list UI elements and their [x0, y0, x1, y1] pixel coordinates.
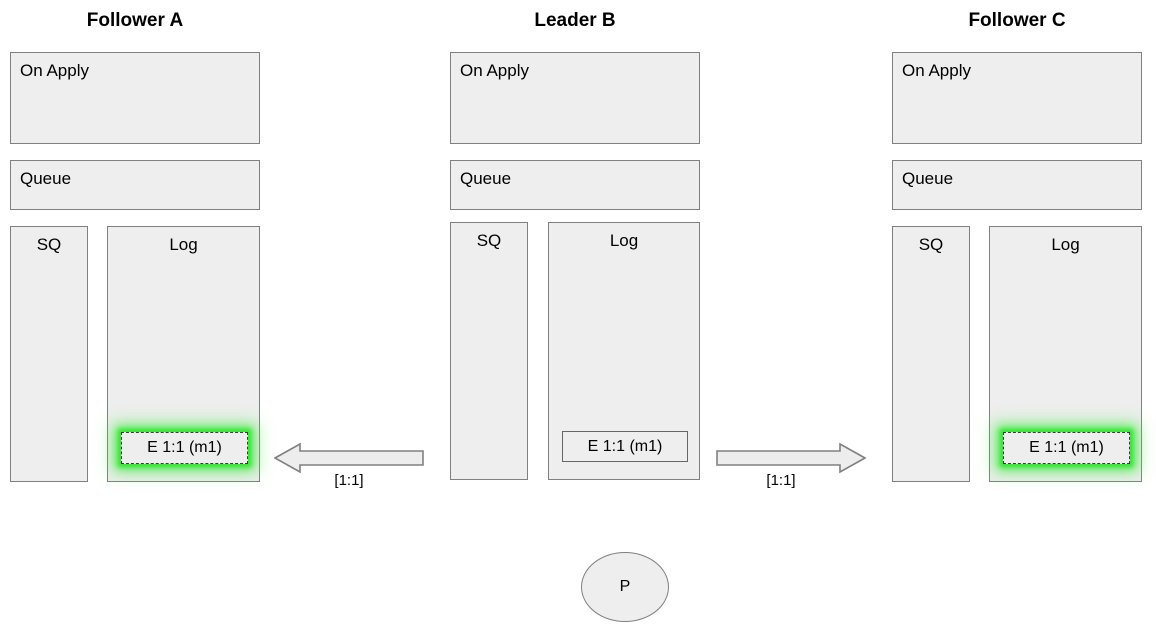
arrow-right-label: [1:1] [766, 472, 796, 489]
sq-label: SQ [918, 235, 944, 254]
queue-box-leader-b[interactable]: Queue [450, 160, 700, 210]
queue-box-follower-c[interactable]: Queue [892, 160, 1142, 210]
on-apply-box-follower-a[interactable]: On Apply [10, 52, 260, 144]
arrow-right-icon [716, 442, 866, 474]
sq-box-follower-a[interactable]: SQ [10, 226, 88, 482]
node-title-follower-a: Follower A [86, 10, 184, 31]
client-node-p[interactable]: P [581, 552, 669, 622]
queue-label: Queue [902, 169, 954, 188]
sq-box-leader-b[interactable]: SQ [450, 222, 528, 480]
log-box-follower-c[interactable]: Log E 1:1 (m1) [989, 226, 1142, 482]
on-apply-box-follower-c[interactable]: On Apply [892, 52, 1142, 144]
queue-label: Queue [20, 169, 72, 188]
on-apply-box-leader-b[interactable]: On Apply [450, 52, 700, 144]
log-label: Log [609, 231, 639, 250]
log-box-follower-a[interactable]: Log E 1:1 (m1) [107, 226, 260, 482]
node-title-leader-b: Leader B [534, 10, 616, 31]
sq-label: SQ [36, 235, 62, 254]
arrow-left-label: [1:1] [334, 472, 364, 489]
log-entry[interactable]: E 1:1 (m1) [121, 432, 248, 464]
log-entry[interactable]: E 1:1 (m1) [562, 431, 688, 462]
queue-label: Queue [460, 169, 512, 188]
sq-box-follower-c[interactable]: SQ [892, 226, 970, 482]
on-apply-label: On Apply [20, 61, 89, 80]
log-label: Log [1051, 235, 1080, 254]
on-apply-label: On Apply [460, 61, 529, 80]
log-entry[interactable]: E 1:1 (m1) [1003, 432, 1130, 464]
sq-label: SQ [476, 231, 502, 250]
node-title-follower-c: Follower C [968, 10, 1066, 31]
arrow-right[interactable] [716, 442, 866, 474]
on-apply-label: On Apply [902, 61, 971, 80]
arrow-left-icon [274, 442, 424, 474]
log-label: Log [169, 235, 198, 254]
queue-box-follower-a[interactable]: Queue [10, 160, 260, 210]
arrow-left[interactable] [274, 442, 424, 474]
log-box-leader-b[interactable]: Log E 1:1 (m1) [548, 222, 700, 480]
